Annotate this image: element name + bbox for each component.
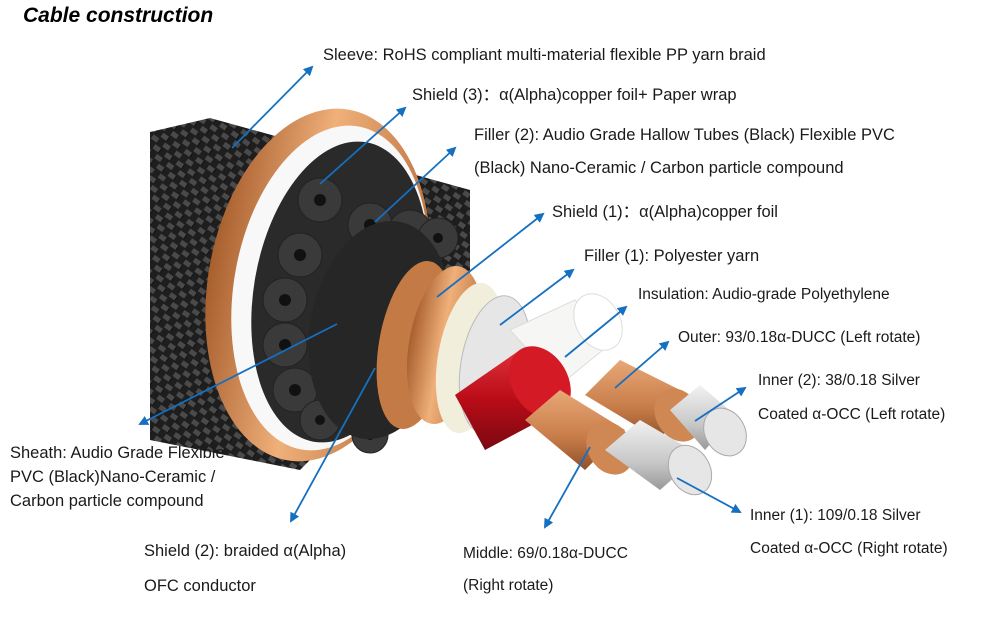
- label-insulation: Insulation: Audio-grade Polyethylene: [638, 286, 890, 303]
- label-outer: Outer: 93/0.18α-DUCC (Left rotate): [678, 329, 921, 346]
- label-inner1-line2: Coated α-OCC (Right rotate): [750, 540, 948, 557]
- arrow-inner1: [676, 477, 742, 513]
- arrow-sheath: [138, 323, 338, 425]
- label-filler1: Filler (1): Polyester yarn: [584, 247, 760, 265]
- arrow-middle: [544, 446, 591, 529]
- arrow-filler2: [374, 146, 457, 223]
- insulation-white: [509, 293, 623, 386]
- label-middle-line1: Middle: 69/0.18α-DUCC: [463, 545, 628, 562]
- arrow-shield2: [290, 367, 376, 523]
- label-middle-line2: (Right rotate): [463, 577, 554, 594]
- arrow-shield1: [436, 212, 545, 298]
- label-shield1: Shield (1)：α(Alpha)copper foil: [552, 203, 778, 221]
- arrow-outer: [614, 340, 670, 389]
- label-inner2-line2: Coated α-OCC (Left rotate): [758, 406, 946, 423]
- label-sheath-line2: PVC (Black)Nano-Ceramic /: [10, 468, 216, 486]
- label-shield3: Shield (3)：α(Alpha)copper foil+ Paper wr…: [412, 86, 737, 104]
- arrow-sleeve: [231, 65, 314, 149]
- arrow-filler1: [499, 268, 575, 326]
- arrow-shield3: [319, 106, 407, 185]
- inner2-conductor: [670, 385, 747, 457]
- label-sheath-line3: Carbon particle compound: [10, 492, 204, 510]
- arrow-inner2: [694, 386, 747, 422]
- label-shield2-line1: Shield (2): braided α(Alpha): [144, 542, 347, 560]
- label-sheath-line1: Sheath: Audio Grade Flexible: [10, 444, 225, 462]
- label-shield2-line2: OFC conductor: [144, 577, 256, 595]
- diagram-title: Cable construction: [23, 4, 214, 27]
- arrow-insulation: [564, 305, 628, 358]
- inner1-conductor: [605, 420, 713, 496]
- label-filler2-line2: (Black) Nano-Ceramic / Carbon particle c…: [474, 159, 844, 177]
- label-sleeve: Sleeve: RoHS compliant multi-material fl…: [323, 46, 766, 64]
- label-filler2-line1: Filler (2): Audio Grade Hallow Tubes (Bl…: [474, 126, 895, 144]
- label-inner2-line1: Inner (2): 38/0.18 Silver: [758, 372, 920, 389]
- label-inner1-line1: Inner (1): 109/0.18 Silver: [750, 507, 921, 524]
